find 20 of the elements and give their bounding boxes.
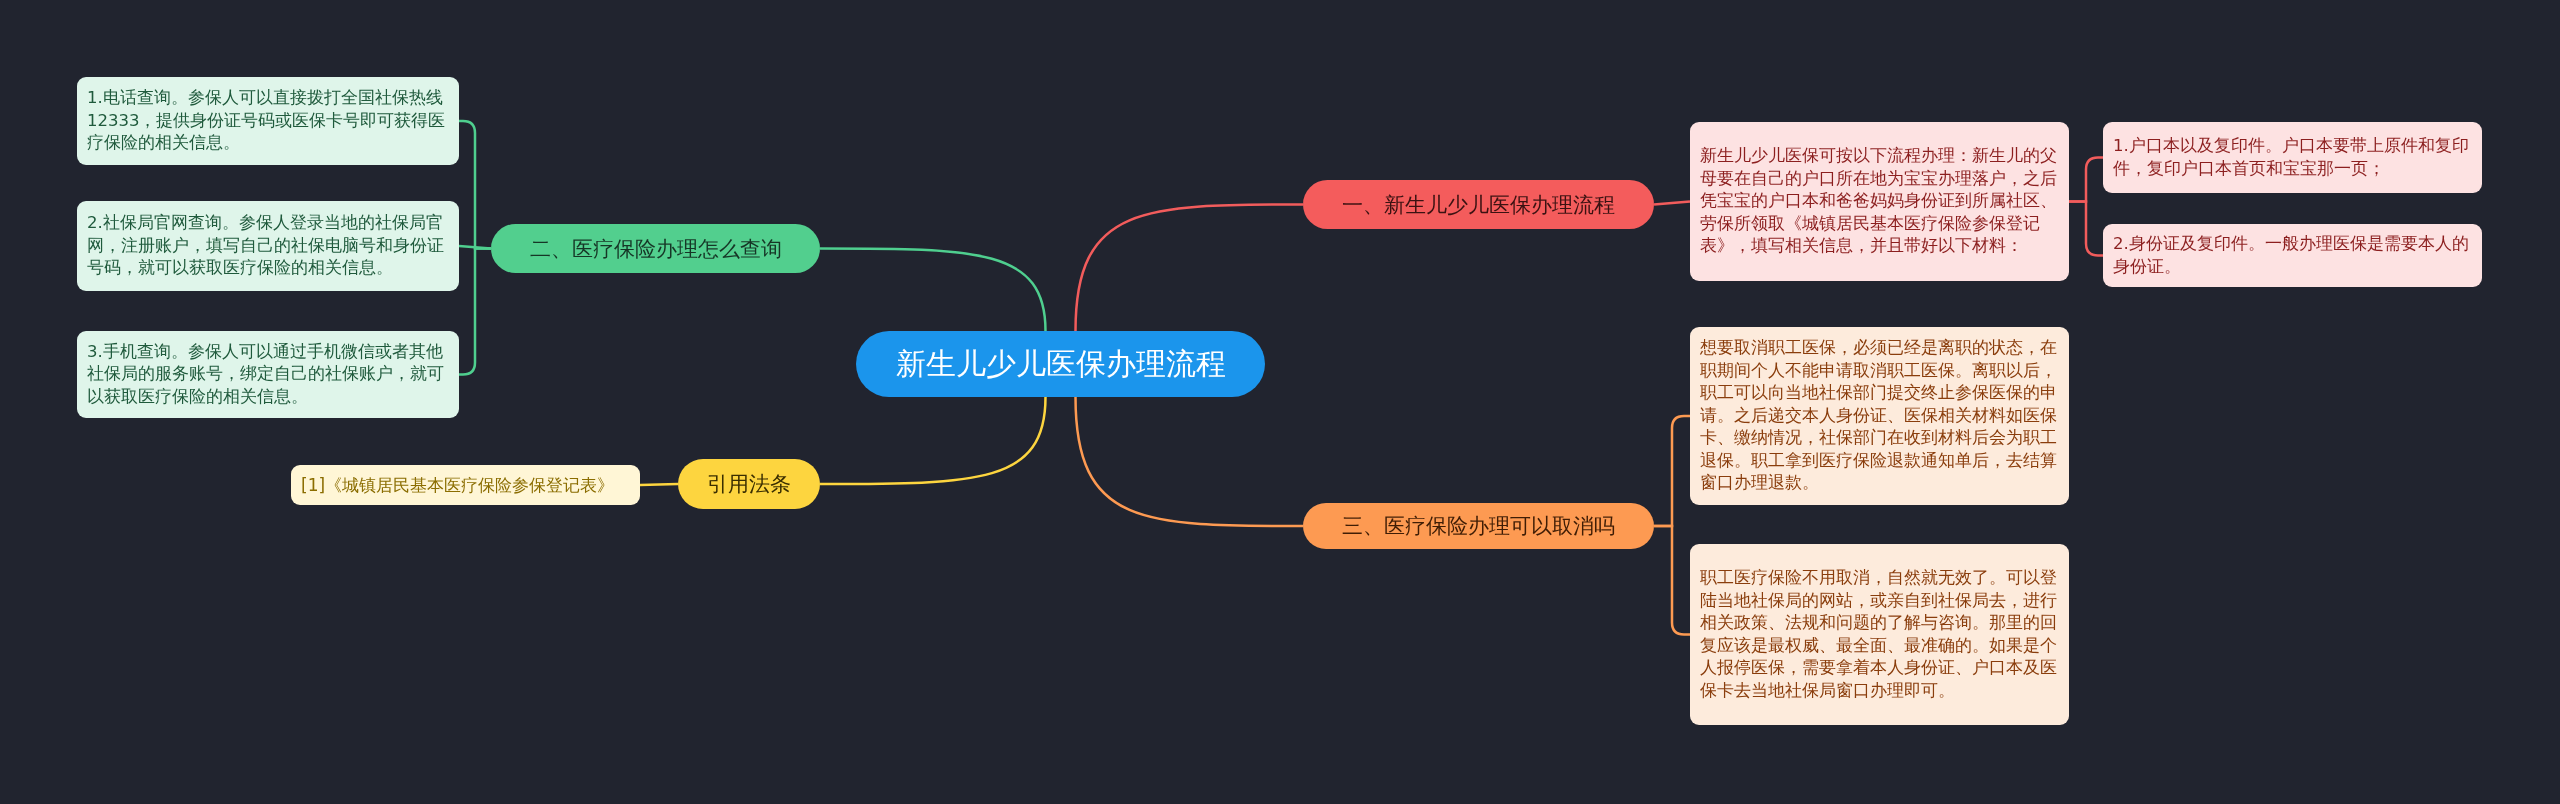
note-card: 1.户口本以及复印件。户口本要带上原件和复印件，复印户口本首页和宝宝那一页； — [2103, 122, 2482, 193]
central-topic: 新生儿少儿医保办理流程 — [856, 331, 1265, 397]
topic-pill: 一、新生儿少儿医保办理流程 — [1303, 180, 1654, 229]
note-card: 2.身份证及复印件。一般办理医保是需要本人的身份证。 — [2103, 224, 2482, 287]
note-card: [1]《城镇居民基本医疗保险参保登记表》 — [291, 465, 640, 505]
note-card: 1.电话查询。参保人可以直接拨打全国社保热线12333，提供身份证号码或医保卡号即可获得医疗保险的相关信息。 — [77, 77, 459, 165]
connector-line — [1653, 200, 1691, 206]
connector-line — [639, 482, 679, 487]
connector-line — [1074, 203, 1303, 332]
connector-line — [1074, 396, 1303, 528]
note-card: 想要取消职工医保，必须已经是离职的状态，在职期间个人不能申请取消职工医保。离职以后，职工可以向当地社保部门提交终止参保医保的申请。之后递交本人身份证、医保相关材料如医保卡、缴纳情况，社保部门在收到材料后会为职工退保。职工拿到医疗保险退款通知单后，去结算窗口办理退款。 — [1690, 327, 2069, 505]
connector-line — [820, 396, 1047, 486]
note-card: 职工医疗保险不用取消，自然就无效了。可以登陆当地社保局的网站，或亲自到社保局去，进行相关政策、法规和问题的了解与咨询。那里的回复应该是最权威、最全面、最准确的。如果是个人报停医保，需要拿着本人身份证、户口本及医保卡去当地社保局窗口办理即可。 — [1690, 544, 2069, 725]
topic-pill: 引用法条 — [678, 459, 820, 509]
note-card: 3.手机查询。参保人可以通过手机微信或者其他社保局的服务账号，绑定自己的社保账户，就可以获取医疗保险的相关信息。 — [77, 331, 459, 418]
topic-pill: 二、医疗保险办理怎么查询 — [491, 224, 820, 273]
connector-line — [820, 247, 1047, 332]
note-card: 新生儿少儿医保可按以下流程办理：新生儿的父母要在自己的户口所在地为宝宝办理落户，之后凭宝宝的户口本和爸爸妈妈身份证到所属社区、劳保所领取《城镇居民基本医疗保险参保登记表》，填写相关信息，并且带好以下材料： — [1690, 122, 2069, 281]
topic-pill: 三、医疗保险办理可以取消吗 — [1303, 503, 1654, 549]
note-card: 2.社保局官网查询。参保人登录当地的社保局官网，注册账户，填写自己的社保电脑号和身份证号码，就可以获取医疗保险的相关信息。 — [77, 201, 459, 291]
